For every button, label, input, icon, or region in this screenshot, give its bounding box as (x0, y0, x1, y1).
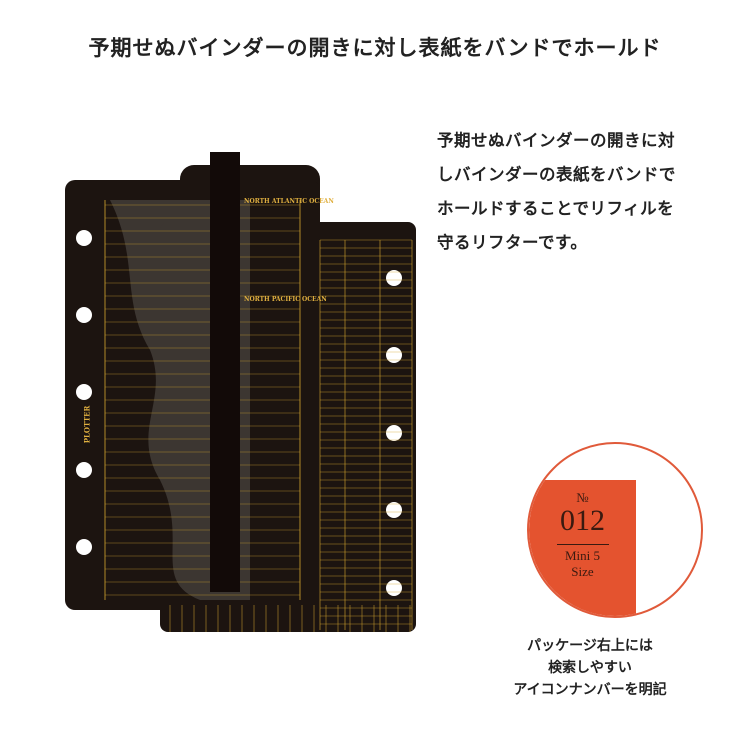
punch-hole (386, 347, 402, 363)
elastic-band (210, 152, 240, 592)
punch-hole (76, 384, 92, 400)
page-title: 予期せぬバインダーの開きに対し表紙をバンドでホールド (88, 36, 662, 60)
punch-hole (76, 307, 92, 323)
size-label: Mini 5 (564, 548, 601, 563)
description-line: 守るリフターです。 (437, 233, 588, 252)
map-label: NORTH PACIFIC OCEAN (244, 296, 327, 303)
description-line: 予期せぬバインダーの開きに対 (437, 131, 675, 150)
package-corner: № 012 Mini 5 Size (529, 480, 636, 616)
punch-hole (76, 539, 92, 555)
description-line: ホールドすることでリフィルを (437, 199, 675, 218)
punch-hole (386, 502, 402, 518)
badge-caption: パッケージ右上には 検索しやすい アイコンナンバーを明記 (445, 635, 735, 701)
punch-hole (76, 462, 92, 478)
punch-hole (76, 230, 92, 246)
map-label: NORTH ATLANTIC OCEAN (244, 198, 334, 205)
brand-label: PLOTTER (82, 405, 92, 444)
size-label: Size (571, 564, 594, 579)
divider (557, 544, 609, 545)
caption-line: アイコンナンバーを明記 (513, 682, 667, 698)
description: 予期せぬバインダーの開きに対 しバインダーの表紙をバンドで ホールドすることでリ… (437, 124, 727, 260)
caption-line: 検索しやすい (548, 660, 632, 676)
punch-hole (386, 270, 402, 286)
caption-line: パッケージ右上には (527, 638, 653, 654)
punch-hole (386, 425, 402, 441)
icon-number-badge: № 012 Mini 5 Size (527, 442, 703, 618)
number-prefix: № (576, 490, 589, 505)
icon-number: 012 (560, 504, 605, 537)
description-line: しバインダーの表紙をバンドで (437, 165, 676, 184)
